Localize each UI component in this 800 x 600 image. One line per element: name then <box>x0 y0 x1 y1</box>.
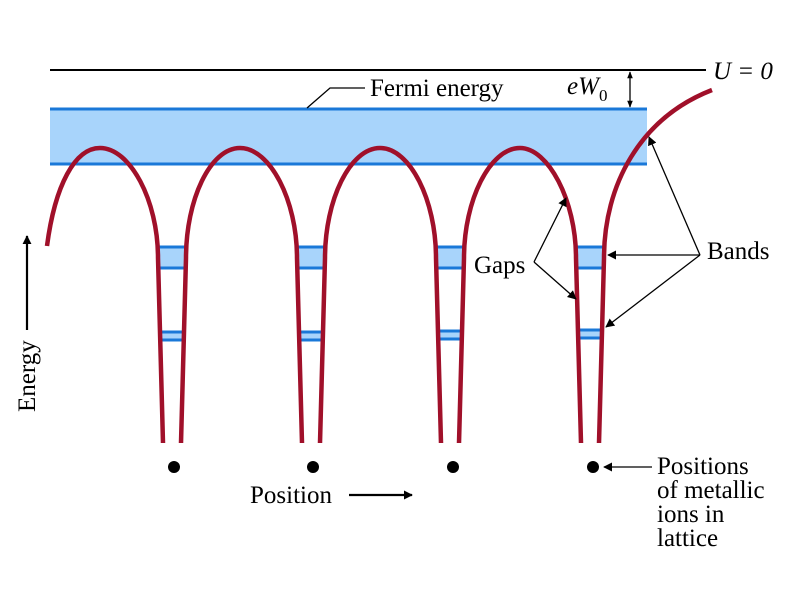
ion-dot <box>587 461 599 473</box>
bands-arrow-top <box>648 136 701 256</box>
well-1-bands <box>159 245 185 342</box>
ion-dot <box>447 461 459 473</box>
work-function-label: eW0 <box>567 73 607 105</box>
position-axis-label: Position <box>250 482 332 509</box>
gaps-arrow-lower <box>533 261 577 300</box>
ion-caption: Positions of metallic ions in lattice <box>657 453 771 552</box>
energy-axis-label: Energy <box>14 340 41 412</box>
gaps-label: Gaps <box>474 252 525 279</box>
well-3-bands <box>437 245 463 341</box>
conduction-band <box>50 109 647 164</box>
zero-energy-label: U = 0 <box>713 58 773 85</box>
fermi-energy-label: Fermi energy <box>370 75 504 102</box>
well-2-bands <box>298 245 324 342</box>
fermi-energy-leader <box>306 87 365 109</box>
lattice-ions <box>168 461 599 473</box>
bands-label: Bands <box>707 238 770 265</box>
gaps-arrow-upper <box>533 197 567 263</box>
potential-energy-curve <box>44 87 713 444</box>
bands-arrow-bottom <box>605 254 701 328</box>
well-4-bands <box>577 245 603 340</box>
lower-bands <box>159 245 603 342</box>
ion-dot <box>307 461 319 473</box>
ion-dot <box>168 461 180 473</box>
